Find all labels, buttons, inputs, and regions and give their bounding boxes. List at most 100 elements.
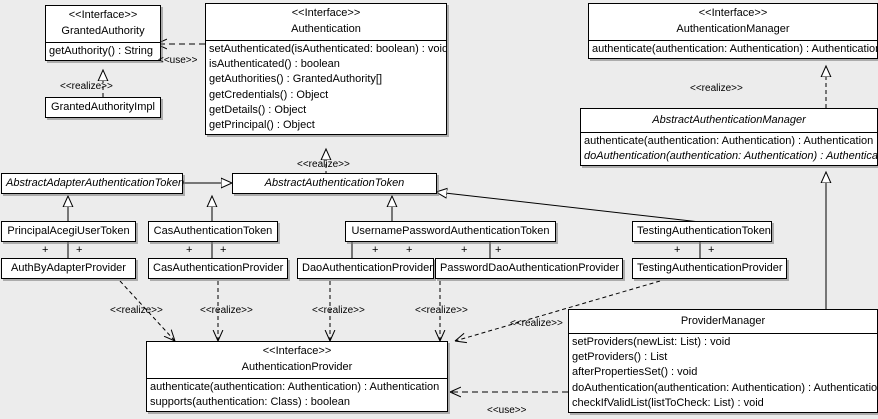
class-name: TestingAuthenticationProvider xyxy=(637,262,783,274)
class-name: UsernamePasswordAuthenticationToken xyxy=(351,225,550,237)
class-header: <<Interface>> AuthenticationManager xyxy=(589,4,877,40)
stereotype-label: <<Interface>> xyxy=(291,7,361,19)
class-header: PrincipalAcegiUserToken xyxy=(2,222,135,241)
class-provider-manager[interactable]: ProviderManager setProviders(newList: Li… xyxy=(568,309,878,414)
class-header: <<Interface>> AuthenticationProvider xyxy=(147,342,447,378)
class-name: Authentication xyxy=(291,23,361,35)
class-header: AuthByAdapterProvider xyxy=(2,259,135,278)
method-row: setAuthenticated(isAuthenticated: boolea… xyxy=(209,43,446,55)
association-marker: + xyxy=(220,244,227,256)
class-authentication[interactable]: <<Interface>> Authentication setAuthenti… xyxy=(205,3,447,136)
association-marker: + xyxy=(76,244,83,256)
class-auth-by-adapter-provider[interactable]: AuthByAdapterProvider xyxy=(1,258,136,279)
stereotype-label: <<Interface>> xyxy=(68,9,138,21)
association-marker: + xyxy=(495,244,502,256)
methods-compartment: setProviders(newList: List) : void getPr… xyxy=(569,333,877,412)
class-testing-authentication-token[interactable]: TestingAuthenticationToken xyxy=(632,221,772,242)
class-granted-authority-impl[interactable]: GrantedAuthorityImpl xyxy=(45,97,161,118)
class-header: CasAuthenticationToken xyxy=(149,222,277,241)
methods-compartment: authenticate(authentication: Authenticat… xyxy=(589,40,877,58)
methods-compartment: authenticate(authentication: Authenticat… xyxy=(581,132,877,165)
stereotype-label: <<Interface>> xyxy=(698,7,768,19)
association-marker: + xyxy=(42,244,49,256)
method-row: getDetails() : Object xyxy=(209,103,307,116)
stereotype-label: <<Interface>> xyxy=(262,345,332,357)
association-marker: + xyxy=(708,244,715,256)
edge-label-realize-testing-authentication-provider: <<realize>> xyxy=(510,318,563,329)
class-header: <<Interface>> Authentication xyxy=(206,4,446,40)
class-header: TestingAuthenticationToken xyxy=(633,222,771,241)
method-row: authenticate(authentication: Authenticat… xyxy=(150,381,440,393)
methods-compartment: getAuthority() : String xyxy=(46,42,160,60)
class-authentication-manager[interactable]: <<Interface>> AuthenticationManager auth… xyxy=(588,3,878,60)
class-authentication-provider[interactable]: <<Interface>> AuthenticationProvider aut… xyxy=(146,341,448,413)
edge-label-realize-abstract-authentication-token: <<realize>> xyxy=(297,159,350,170)
class-abstract-authentication-token[interactable]: AbstractAuthenticationToken xyxy=(232,173,437,194)
edge-label-realize-granted-authority-impl: <<realize>> xyxy=(60,81,113,92)
class-name: TestingAuthenticationToken xyxy=(637,225,771,237)
class-header: AbstractAuthenticationToken xyxy=(233,174,436,193)
edge-label-realize-password-dao-authentication-provider: <<realize>> xyxy=(415,305,468,316)
edge-label-use-provider-manager: <<use>> xyxy=(487,405,527,416)
method-row: getPrincipal() : Object xyxy=(209,119,315,132)
class-name: AuthenticationManager xyxy=(676,23,790,35)
method-row: getAuthority() : String xyxy=(49,45,153,57)
edge-label-use-granted-authority: <<use>> xyxy=(158,55,198,66)
method-row: isAuthenticated() : boolean xyxy=(209,58,340,71)
methods-compartment: setAuthenticated(isAuthenticated: boolea… xyxy=(206,40,446,134)
class-password-dao-authentication-provider[interactable]: PasswordDaoAuthenticationProvider xyxy=(435,258,623,279)
class-name: CasAuthenticationToken xyxy=(153,225,273,237)
method-row: getCredentials() : Object xyxy=(209,88,329,101)
class-name: AuthByAdapterProvider xyxy=(11,262,126,274)
class-testing-authentication-provider[interactable]: TestingAuthenticationProvider xyxy=(632,258,787,279)
class-dao-authentication-provider[interactable]: DaoAuthenticationProvider xyxy=(297,258,434,279)
class-name: PasswordDaoAuthenticationProvider xyxy=(440,262,620,274)
method-row: authenticate(authentication: Authenticat… xyxy=(584,135,874,147)
class-principal-acegi-user-token[interactable]: PrincipalAcegiUserToken xyxy=(1,221,136,242)
association-marker: + xyxy=(406,244,413,256)
class-abstract-adapter-authentication-token[interactable]: AbstractAdapterAuthenticationToken xyxy=(1,173,185,194)
class-cas-authentication-token[interactable]: CasAuthenticationToken xyxy=(148,221,278,242)
class-header: PasswordDaoAuthenticationProvider xyxy=(436,259,622,278)
class-header: AbstractAdapterAuthenticationToken xyxy=(2,174,185,193)
method-row: checkIfValidList(listToCheck: List) : vo… xyxy=(572,396,764,409)
association-marker: + xyxy=(186,244,193,256)
association-marker: + xyxy=(674,244,681,256)
class-name: GrantedAuthority xyxy=(61,25,145,37)
class-name: AbstractAdapterAuthenticationToken xyxy=(6,177,185,189)
class-header: DaoAuthenticationProvider xyxy=(298,259,433,278)
edge-label-realize-cas-authentication-provider: <<realize>> xyxy=(200,305,253,316)
class-name: CasAuthenticationProvider xyxy=(153,262,284,274)
association-marker: + xyxy=(372,244,379,256)
method-row: authenticate(authentication: Authenticat… xyxy=(592,43,877,55)
class-header: AbstractAuthenticationManager xyxy=(581,109,877,132)
class-header: ProviderManager xyxy=(569,310,877,333)
method-row: supports(authentication: Class) : boolea… xyxy=(150,396,350,409)
method-row: doAuthentication(authentication: Authent… xyxy=(584,150,877,163)
class-header: UsernamePasswordAuthenticationToken xyxy=(346,222,555,241)
class-name: ProviderManager xyxy=(680,315,766,327)
edge-label-realize-abstract-authentication-manager: <<realize>> xyxy=(690,83,743,94)
class-name: PrincipalAcegiUserToken xyxy=(7,225,130,237)
class-header: TestingAuthenticationProvider xyxy=(633,259,786,278)
class-name: DaoAuthenticationProvider xyxy=(302,262,433,274)
class-granted-authority[interactable]: <<Interface>> GrantedAuthority getAuthor… xyxy=(45,5,161,62)
class-header: GrantedAuthorityImpl xyxy=(46,98,160,117)
edge-label-realize-auth-by-adapter-provider: <<realize>> xyxy=(110,305,163,316)
association-marker: + xyxy=(461,244,468,256)
methods-compartment: authenticate(authentication: Authenticat… xyxy=(147,378,447,411)
edge-label-realize-dao-authentication-provider: <<realize>> xyxy=(312,305,365,316)
method-row: doAuthentication(authentication: Authent… xyxy=(572,381,877,394)
class-header: <<Interface>> GrantedAuthority xyxy=(46,6,160,42)
method-row: setProviders(newList: List) : void xyxy=(572,336,731,348)
method-row: getProviders() : List xyxy=(572,351,668,364)
class-abstract-authentication-manager[interactable]: AbstractAuthenticationManager authentica… xyxy=(580,108,878,167)
class-cas-authentication-provider[interactable]: CasAuthenticationProvider xyxy=(148,258,288,279)
class-username-password-authentication-token[interactable]: UsernamePasswordAuthenticationToken xyxy=(345,221,556,242)
method-row: afterPropertiesSet() : void xyxy=(572,366,698,379)
class-header: CasAuthenticationProvider xyxy=(149,259,287,278)
class-name: AuthenticationProvider xyxy=(241,361,353,373)
class-name: AbstractAuthenticationManager xyxy=(652,114,806,126)
method-row: getAuthorities() : GrantedAuthority[] xyxy=(209,73,383,86)
